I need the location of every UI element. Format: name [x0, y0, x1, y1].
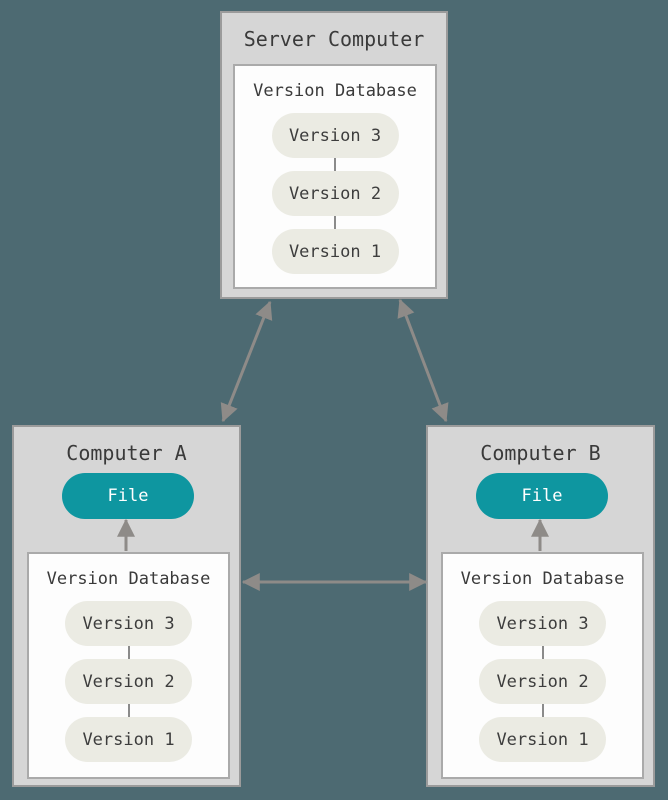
computer-a-version-database-title: Version Database: [46, 569, 211, 589]
computer-b-version-stack: Version 3 Version 2 Version 1: [443, 601, 642, 762]
version-connector-line: [127, 704, 130, 717]
computer-a-box: Computer A File Version Database Version…: [12, 425, 241, 787]
computer-b-version-database-box: Version Database Version 3 Version 2 Ver…: [441, 552, 644, 779]
version-pill: Version 3: [271, 113, 399, 158]
computer-b-file-pill: File: [476, 473, 608, 519]
version-connector-line: [541, 646, 544, 659]
server-computer-title: Server Computer: [243, 27, 425, 51]
version-connector-line: [127, 646, 130, 659]
computer-b-version-database-title: Version Database: [460, 569, 625, 589]
computer-b-box: Computer B File Version Database Version…: [426, 425, 655, 787]
version-connector-line: [334, 216, 336, 229]
version-pill: Version 2: [65, 659, 192, 704]
server-version-database-title: Version Database: [253, 81, 417, 101]
arrow-server-computer-b: [397, 298, 449, 423]
version-pill: Version 1: [65, 717, 192, 762]
version-connector-line: [334, 158, 336, 171]
version-pill: Version 3: [479, 601, 606, 646]
version-pill: Version 2: [479, 659, 606, 704]
server-version-stack: Version 3 Version 2 Version 1: [235, 113, 435, 274]
version-pill: Version 3: [65, 601, 192, 646]
computer-a-version-database-box: Version Database Version 3 Version 2 Ver…: [27, 552, 230, 779]
server-computer-box: Server Computer Version Database Version…: [220, 11, 448, 299]
computer-a-version-stack: Version 3 Version 2 Version 1: [29, 601, 228, 762]
version-pill: Version 1: [271, 229, 399, 274]
arrow-server-computer-a: [220, 300, 273, 423]
version-pill: Version 1: [479, 717, 606, 762]
computer-a-file-pill: File: [62, 473, 194, 519]
computer-a-title: Computer A: [66, 441, 187, 465]
server-version-database-box: Version Database Version 3 Version 2 Ver…: [233, 64, 437, 289]
version-pill: Version 2: [271, 171, 399, 216]
version-connector-line: [541, 704, 544, 717]
computer-b-title: Computer B: [480, 441, 601, 465]
